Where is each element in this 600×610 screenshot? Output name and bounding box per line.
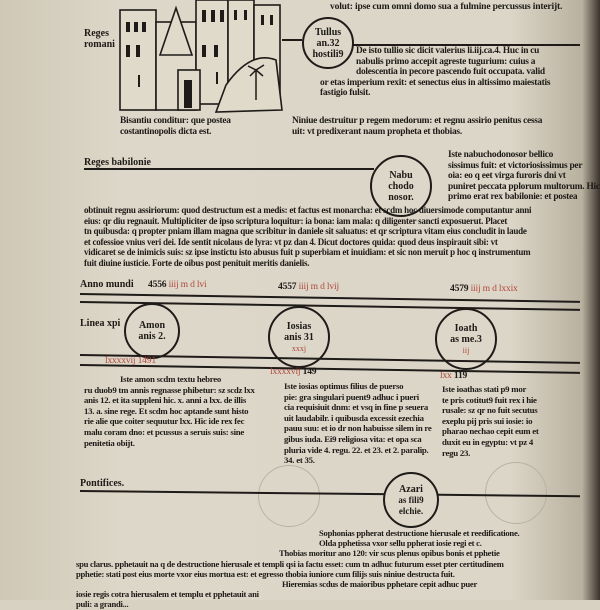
medallion-line: an.32 (316, 37, 340, 49)
bleed-through-circle (485, 462, 547, 524)
anno-mundi-year: 4556 iiij m d lvi (148, 279, 207, 290)
linea-christi-label: Linea xpi (80, 318, 121, 329)
iosias-year-note: lxxxxvij 149 (270, 366, 317, 377)
medallion-line: hostili9 (312, 48, 344, 60)
anno-mundi-rule (79, 293, 580, 303)
babilonie-rule (84, 168, 374, 170)
ioath-year-note: lxx 119 (440, 370, 468, 381)
bottom-text: Sophonias ppherat destructione hierusale… (76, 528, 520, 610)
medallion-line: Tullus (314, 26, 342, 38)
romani-rule (282, 39, 302, 41)
tullus-text: De isto tullio sic dicit valerius li.iij… (320, 46, 551, 99)
babilonie-paragraph: obtinuit regnu assiriorum: quod destruct… (84, 205, 532, 268)
niniue-text: Niniue destruitur p regem medorum: et re… (292, 116, 543, 137)
label-line: romani (84, 39, 115, 50)
amon-text: Iste amon scdm textu hebreo ru duob9 tm … (84, 374, 255, 448)
woodcut-city-illustration (119, 0, 283, 113)
top-line: volut: ipse cum omni domo sua a fulmine … (330, 1, 563, 12)
label-line: Reges (84, 28, 109, 39)
anno-mundi-label: Anno mundi (80, 279, 134, 290)
anno-mundi-year: 4579 iiij m d lxxix (450, 283, 518, 294)
anno-mundi-year: 4557 iiij m d lvij (278, 281, 339, 292)
reges-babilonie-label: Reges babilonie (84, 157, 151, 168)
romani-rule-right (352, 44, 580, 46)
amon-year-note: lxxxxvij 1491 (105, 355, 156, 366)
bleed-through-circle (258, 465, 320, 527)
pontifices-label: Pontifices. (80, 478, 125, 489)
